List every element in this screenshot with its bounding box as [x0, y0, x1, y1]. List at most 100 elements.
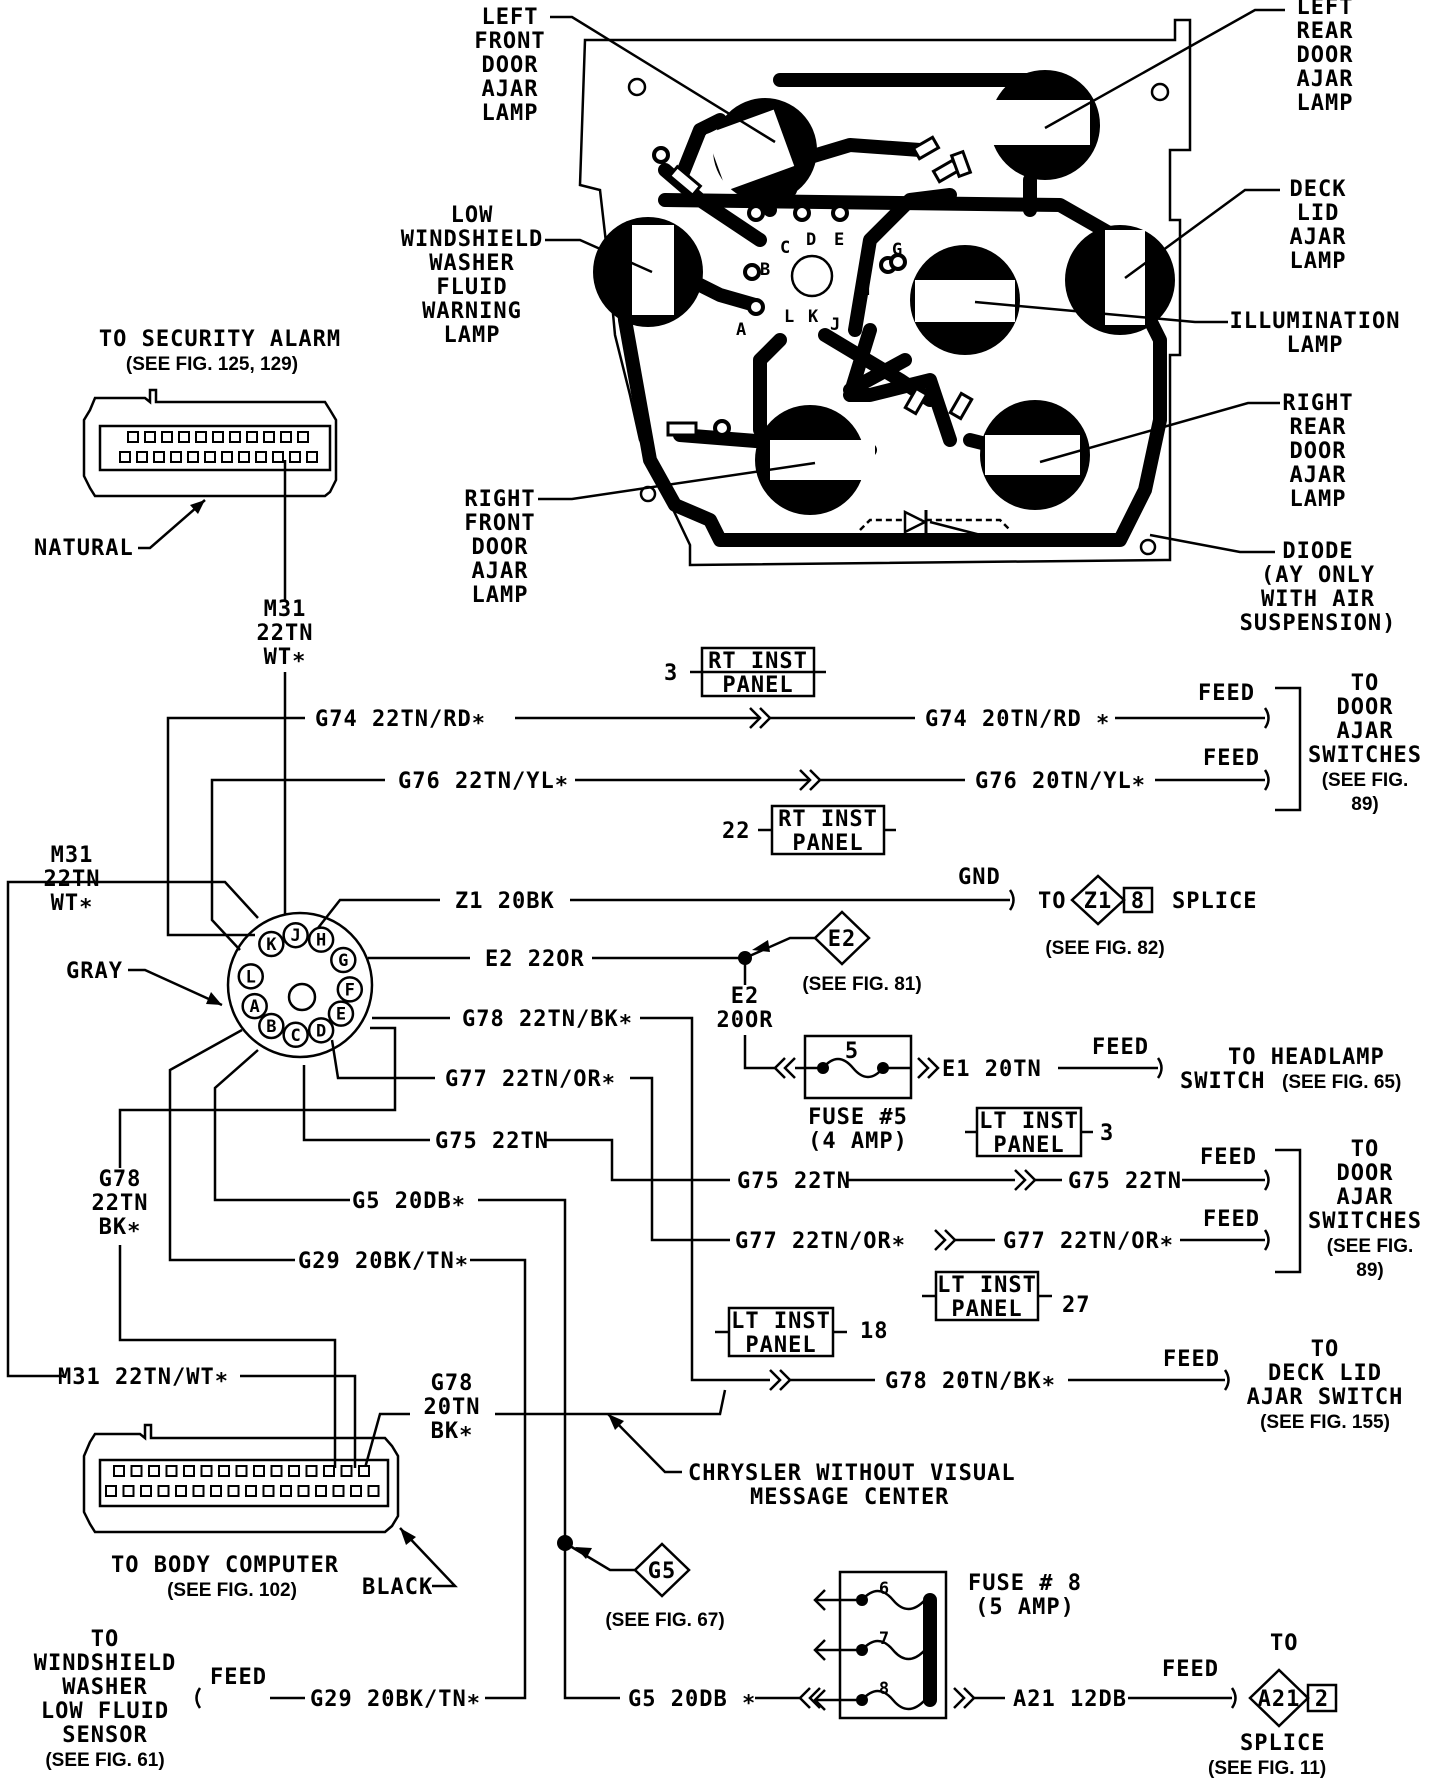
wire-g76-right: G76 20TN/YL∗ [975, 769, 1146, 794]
body-computer-connector: TO BODY COMPUTER (SEE FIG. 102) BLACK [82, 1423, 458, 1601]
lamp-socket-right-rear [980, 400, 1090, 510]
connector-cavity [136, 451, 148, 463]
connector-cavity [367, 1485, 380, 1497]
svg-text:8: 8 [1131, 889, 1145, 914]
svg-text:(AY ONLY: (AY ONLY [1261, 563, 1375, 588]
connector-cavity [212, 431, 224, 443]
svg-text:DOOR: DOOR [482, 53, 539, 78]
connector-pin-g: G [330, 946, 357, 974]
wire-g78-left: BK∗ [99, 1215, 142, 1240]
svg-text:DIODE: DIODE [1282, 539, 1353, 564]
svg-text:27: 27 [1062, 1293, 1091, 1318]
connector-pin-j: J [282, 921, 309, 949]
svg-text:REAR: REAR [1297, 19, 1354, 44]
svg-text:LAMP: LAMP [1297, 91, 1354, 116]
wire-z1: Z1 20BK [455, 889, 555, 914]
security-wire-label: M31 [264, 597, 307, 622]
security-wire-label: WT∗ [264, 645, 307, 670]
connector-cavity [350, 1485, 362, 1497]
wire-g77-mid: G77 22TN/OR∗ [735, 1229, 906, 1254]
svg-text:AJAR SWITCH: AJAR SWITCH [1247, 1385, 1404, 1410]
resistor [903, 386, 929, 416]
pin-label-c: C [780, 238, 790, 258]
fig102-ref: (SEE FIG. 102) [167, 1580, 297, 1601]
svg-text:FRONT: FRONT [474, 29, 545, 54]
svg-text:LAMP: LAMP [1290, 487, 1347, 512]
connector-cavity [122, 1485, 135, 1497]
svg-text:RT INST: RT INST [778, 807, 878, 832]
svg-text:TO: TO [1351, 671, 1380, 696]
callout-low-washer-lamp: LOW WINDSHIELD WASHER FLUID WARNING LAMP [401, 203, 653, 348]
svg-text:DECK LID: DECK LID [1268, 1361, 1382, 1386]
fuse-8-circuit-8: 8 [813, 1679, 926, 1711]
a21-splice-label: SPLICE [1240, 1731, 1325, 1756]
connector-cavity [119, 451, 131, 463]
svg-text:6: 6 [879, 1579, 889, 1599]
connector-cavity [127, 431, 139, 443]
svg-text:WITH AIR: WITH AIR [1261, 587, 1375, 612]
wire-m31-left: WT∗ [51, 891, 94, 916]
fig81-ref: (SEE FIG. 81) [802, 974, 921, 995]
connector-color-gray: GRAY [66, 959, 123, 984]
wire-g78-right: G78 20TN/BK∗ [885, 1369, 1056, 1394]
e2-diamond: E2 [813, 910, 871, 966]
svg-text:SENSOR: SENSOR [62, 1723, 147, 1748]
connector-cavity [262, 1485, 275, 1497]
connector-cavity [130, 1465, 143, 1477]
wire-m31-left: M31 [51, 843, 94, 868]
pin-pad-e [831, 204, 849, 222]
wire-g78-left: G78 [99, 1167, 142, 1192]
connector-cavity [332, 1485, 345, 1497]
svg-text:WARNING: WARNING [422, 299, 522, 324]
svg-text:DOOR: DOOR [1297, 43, 1354, 68]
wire-g78: G78 22TN/BK∗ [462, 1007, 633, 1032]
wire-m31-bottom: M31 22TN/WT∗ [58, 1365, 229, 1390]
callout-right-rear-door: RIGHT REAR DOOR AJAR LAMP [1039, 391, 1353, 512]
diode-symbol [859, 509, 1011, 535]
a21-to-label: TO [1270, 1631, 1299, 1656]
connector-pin-k: K [258, 930, 285, 958]
fuse-5: 5 FUSE #5 (4 AMP) [795, 1034, 913, 1154]
svg-text:3: 3 [664, 661, 678, 686]
svg-text:LT INST: LT INST [731, 1309, 831, 1334]
connector-color-black: BLACK [362, 1575, 433, 1600]
svg-text:A21: A21 [1258, 1687, 1301, 1712]
connector-cavity [165, 1465, 178, 1477]
svg-text:LAMP: LAMP [1290, 249, 1347, 274]
svg-text:AJAR: AJAR [472, 559, 529, 584]
callout-illumination-lamp: ILLUMINATION LAMP [974, 300, 1399, 358]
svg-text:RIGHT: RIGHT [464, 487, 535, 512]
lamp-circuit-board: C D E B G H A L K J [578, 18, 1192, 567]
svg-text:G: G [338, 951, 348, 971]
connector-pin-e: E [327, 1000, 355, 1027]
chrysler-note: MESSAGE CENTER [750, 1485, 949, 1510]
svg-text:TO: TO [1351, 1137, 1380, 1162]
connector-pin-h: H [307, 926, 335, 953]
svg-text:E: E [336, 1005, 346, 1025]
connector-cavity [161, 431, 173, 443]
connector-cavity [175, 1485, 187, 1497]
wire-g74-right: G74 20TN/RD ∗ [925, 707, 1110, 732]
wire-g75: G75 22TN [435, 1129, 549, 1154]
mount-hole [627, 77, 647, 97]
svg-text:(SEE FIG.: (SEE FIG. [1322, 770, 1409, 791]
connector-cavity [144, 431, 156, 443]
connector-cavity [323, 1465, 335, 1477]
a21-splice-diamond: A21 2 [1248, 1668, 1338, 1728]
connector-arrow [773, 1057, 796, 1079]
connector-arrow [798, 1687, 821, 1709]
connector-cavity [210, 1485, 222, 1497]
deck-lid-switch-dest: TO DECK LID AJAR SWITCH (SEE FIG. 155) [1247, 1337, 1404, 1433]
connector-pin-f: F [336, 976, 364, 1003]
wire-e1: E1 20TN [942, 1057, 1042, 1082]
connector-pin-a: A [241, 992, 268, 1020]
svg-text:89): 89) [1351, 794, 1378, 815]
svg-text:FLUID: FLUID [436, 275, 507, 300]
fig11-ref: (SEE FIG. 11) [1208, 1758, 1326, 1779]
lamp-socket-left-front [706, 98, 817, 202]
svg-text:LT INST: LT INST [937, 1273, 1037, 1298]
pin-pad-b [743, 263, 761, 281]
connector-cavity [306, 451, 318, 463]
resistor [948, 391, 974, 421]
callout-right-front-door: RIGHT FRONT DOOR AJAR LAMP [464, 461, 816, 608]
